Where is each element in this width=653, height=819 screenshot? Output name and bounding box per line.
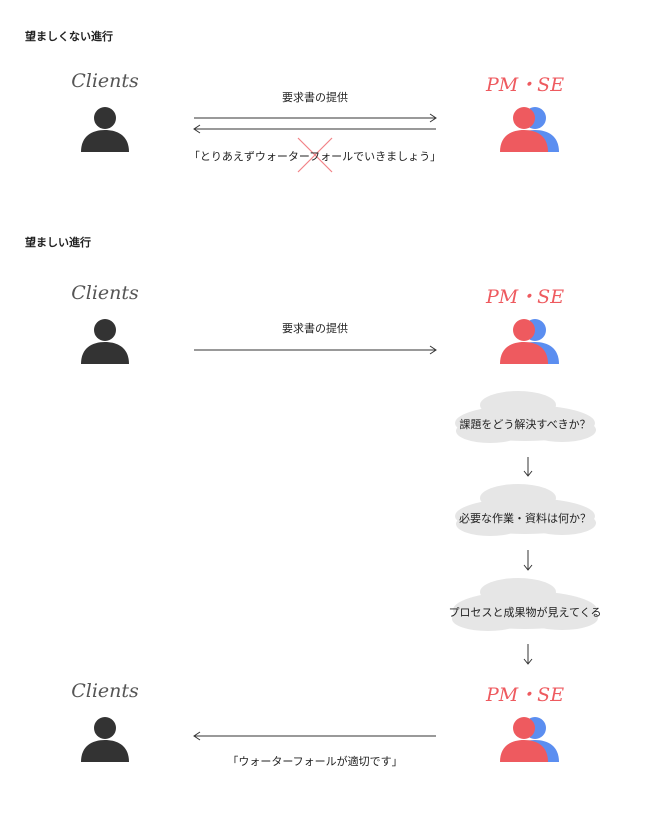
bad-section-heading: 望ましくない進行 <box>25 30 113 43</box>
forward-message-1: 要求書の提供 <box>282 91 348 104</box>
client-person-icon-3 <box>81 717 129 762</box>
pmse-person-icon-3 <box>500 717 559 762</box>
forward-arrow-2 <box>194 345 437 355</box>
client-label-2: Clients <box>71 282 139 304</box>
back-message-2: 「ウォーターフォールが適切です」 <box>227 755 403 768</box>
cloud-shape-3 <box>452 578 598 631</box>
step-text-1: 課題をどう解決すべきか？ <box>459 418 591 431</box>
pmse-label-3: PM・SE <box>485 684 565 706</box>
back-message-1: 「とりあえずウォーターフォールでいきましょう」 <box>188 150 442 163</box>
client-label-1: Clients <box>71 70 139 92</box>
cross-mark-icon <box>297 137 333 173</box>
cloud-shape-1 <box>455 391 596 443</box>
pmse-label-1: PM・SE <box>485 74 565 96</box>
pmse-label-2: PM・SE <box>485 286 565 308</box>
step-text-2: 必要な作業・資料は何か？ <box>459 512 591 525</box>
back-arrow-1 <box>193 124 436 134</box>
client-label-3: Clients <box>71 680 139 702</box>
down-arrow-2 <box>523 550 533 571</box>
client-person-icon-2 <box>81 319 129 364</box>
forward-arrow-1 <box>194 113 437 123</box>
step-text-3: プロセスと成果物が見えてくる <box>448 606 602 619</box>
down-arrow-3 <box>523 644 533 665</box>
client-person-icon-1 <box>81 107 129 152</box>
good-section-heading: 望ましい進行 <box>25 236 91 249</box>
forward-message-2: 要求書の提供 <box>282 322 348 335</box>
cloud-shape-2 <box>455 484 596 536</box>
back-arrow-2 <box>193 731 436 741</box>
down-arrow-1 <box>523 457 533 477</box>
pmse-person-icon-2 <box>500 319 559 364</box>
pmse-person-icon-1 <box>500 107 559 152</box>
